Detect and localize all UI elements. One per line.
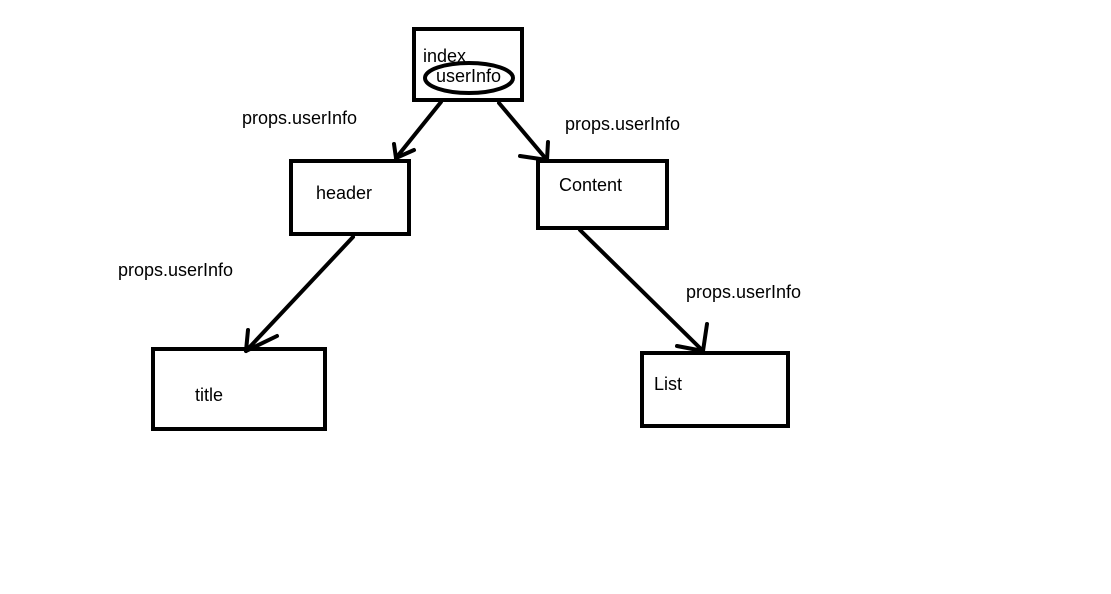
node-index-state-label: userInfo xyxy=(436,66,501,86)
node-content-label: Content xyxy=(559,175,622,195)
edge-header-to-title-line xyxy=(244,235,355,353)
edge-index-to-content-label: props.userInfo xyxy=(565,114,680,134)
node-header: header xyxy=(289,159,411,236)
edge-content-to-list: props.userInfo xyxy=(578,228,801,353)
edge-index-to-header: props.userInfo xyxy=(242,100,443,160)
edge-index-to-content-arrowhead xyxy=(518,140,550,162)
edge-index-to-header-arrowhead xyxy=(392,142,416,160)
userinfo-state-ellipse xyxy=(423,61,515,95)
node-list-label: List xyxy=(654,374,682,394)
edge-index-to-header-label: props.userInfo xyxy=(242,108,357,128)
edge-header-to-title-label: props.userInfo xyxy=(118,260,233,280)
node-content: Content xyxy=(536,159,669,230)
edge-index-to-header-line xyxy=(394,100,443,160)
node-content-box xyxy=(536,159,669,230)
edge-header-to-title-arrowhead xyxy=(244,328,279,353)
node-index: index userInfo xyxy=(412,27,524,102)
edge-content-to-list-label: props.userInfo xyxy=(686,282,801,302)
node-index-box xyxy=(412,27,524,102)
node-title-box xyxy=(151,347,327,431)
node-list: List xyxy=(640,351,790,428)
edge-header-to-title: props.userInfo xyxy=(118,235,355,353)
edge-content-to-list-line xyxy=(578,228,705,353)
edge-index-to-content-line xyxy=(497,101,549,162)
node-index-label: index xyxy=(423,46,466,66)
edge-index-to-content: props.userInfo xyxy=(497,101,680,162)
edge-content-to-list-arrowhead xyxy=(675,322,709,353)
node-header-label: header xyxy=(316,183,372,203)
node-title: title xyxy=(151,347,327,431)
node-list-box xyxy=(640,351,790,428)
node-title-label: title xyxy=(195,385,223,405)
node-header-box xyxy=(289,159,411,236)
